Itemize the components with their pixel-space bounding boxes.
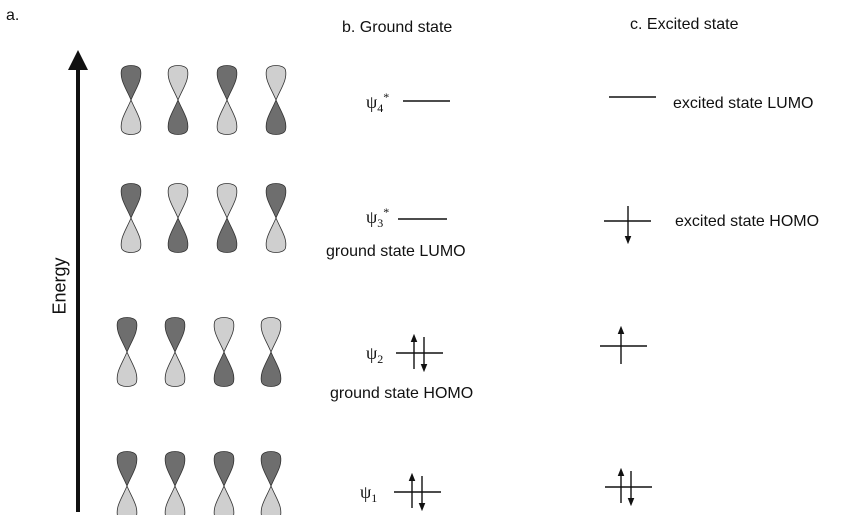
excited-state-lumo-note: excited state LUMO bbox=[673, 95, 814, 112]
psi3-subscript: 3 bbox=[377, 216, 384, 230]
psi4-label: ψ4* bbox=[366, 90, 389, 116]
panel-c-label: c. Excited state bbox=[630, 16, 739, 33]
psi1-p-orbital-4-bottom-lobe bbox=[260, 484, 282, 515]
ground-state-levels bbox=[394, 100, 450, 512]
psi2-p-orbital-3-top-lobe bbox=[213, 317, 235, 354]
psi3-p-orbital-2-bottom-lobe bbox=[167, 216, 189, 253]
psi1-symbol: ψ bbox=[360, 482, 372, 502]
psi1-p-orbital-3-bottom-lobe bbox=[213, 484, 235, 515]
excited-state-homo-note: excited state HOMO bbox=[675, 213, 820, 230]
psi2-symbol: ψ bbox=[366, 343, 378, 363]
psi1-p-orbital-2-top-lobe bbox=[164, 451, 186, 488]
psi1-label: ψ1 bbox=[360, 480, 377, 506]
psi2-p-orbital-2-top-lobe bbox=[164, 317, 186, 354]
psi2-p-orbital-1-bottom-lobe bbox=[116, 350, 138, 387]
psi1-p-orbital-2-bottom-lobe bbox=[164, 484, 186, 515]
excited-state-levels bbox=[600, 96, 656, 507]
psi4-p-orbital-4-top-lobe bbox=[265, 65, 287, 102]
psi3-label: ψ3* bbox=[366, 205, 389, 231]
psi1-subscript: 1 bbox=[371, 491, 378, 505]
psi4-p-orbital-3-bottom-lobe bbox=[216, 98, 238, 135]
psi4-p-orbital-1-top-lobe bbox=[120, 65, 142, 102]
ground-state-lumo-note: ground state LUMO bbox=[326, 243, 466, 260]
panel-a-label: a. bbox=[6, 7, 20, 24]
psi3-p-orbital-3-bottom-lobe bbox=[216, 216, 238, 253]
psi3-superscript: * bbox=[383, 205, 390, 219]
psi4-subscript: 4 bbox=[377, 101, 384, 115]
psi3-symbol: ψ bbox=[366, 207, 378, 227]
psi1-p-orbital-4-top-lobe bbox=[260, 451, 282, 488]
orbital-lobes bbox=[116, 65, 287, 515]
psi2-p-orbital-4-bottom-lobe bbox=[260, 350, 282, 387]
psi3-p-orbital-1-bottom-lobe bbox=[120, 216, 142, 253]
psi2-p-orbital-2-bottom-lobe bbox=[164, 350, 186, 387]
psi2-p-orbital-1-top-lobe bbox=[116, 317, 138, 354]
psi3-p-orbital-2-top-lobe bbox=[167, 183, 189, 220]
psi4-p-orbital-4-bottom-lobe bbox=[265, 98, 287, 135]
psi4-p-orbital-1-bottom-lobe bbox=[120, 98, 142, 135]
psi4-p-orbital-3-top-lobe bbox=[216, 65, 238, 102]
psi3-p-orbital-1-top-lobe bbox=[120, 183, 142, 220]
panel-b-label: b. Ground state bbox=[342, 19, 453, 36]
psi4-p-orbital-2-bottom-lobe bbox=[167, 98, 189, 135]
psi2-p-orbital-4-top-lobe bbox=[260, 317, 282, 354]
ground-state-homo-note: ground state HOMO bbox=[330, 385, 474, 402]
psi4-p-orbital-2-top-lobe bbox=[167, 65, 189, 102]
psi4-symbol: ψ bbox=[366, 92, 378, 112]
psi1-p-orbital-1-bottom-lobe bbox=[116, 484, 138, 515]
psi2-p-orbital-3-bottom-lobe bbox=[213, 350, 235, 387]
psi3-p-orbital-3-top-lobe bbox=[216, 183, 238, 220]
psi3-p-orbital-4-top-lobe bbox=[265, 183, 287, 220]
psi3-p-orbital-4-bottom-lobe bbox=[265, 216, 287, 253]
psi2-subscript: 2 bbox=[377, 352, 384, 366]
psi4-superscript: * bbox=[383, 90, 390, 104]
psi2-label: ψ2 bbox=[366, 341, 383, 367]
psi1-p-orbital-3-top-lobe bbox=[213, 451, 235, 488]
psi1-p-orbital-1-top-lobe bbox=[116, 451, 138, 488]
